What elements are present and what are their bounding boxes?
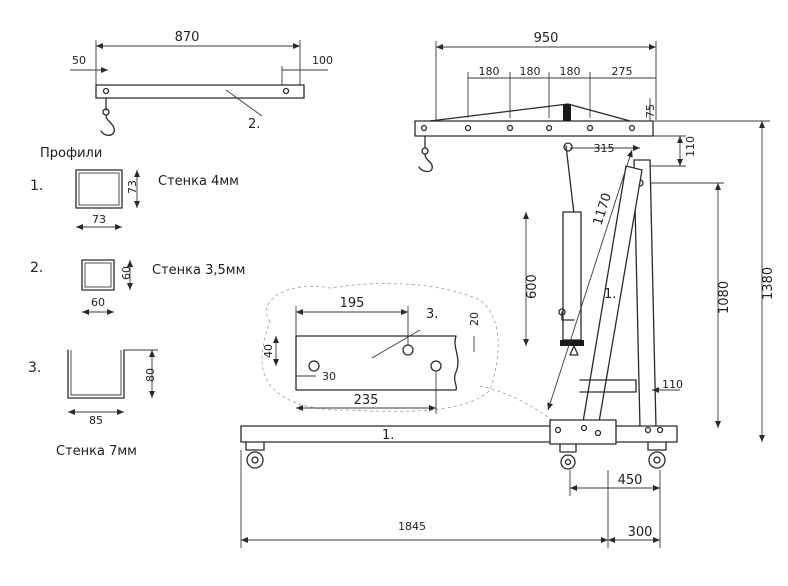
plate-detail-circle [261,283,499,412]
foot-dim-label: 110 [662,378,683,391]
beam-length-label: 870 [175,30,200,45]
spacing-4-label: 275 [612,65,633,78]
base-hole [554,426,562,434]
profile-2-square [81,259,115,291]
plate-body [295,335,459,391]
profile-2-width: 60 [91,296,105,309]
ram-length-label: 600 [525,274,540,299]
profile-2-number: 2. [30,260,43,276]
caster-wheel-icon [559,443,577,470]
hook-icon [100,97,115,136]
boom-hole [506,124,514,132]
ram-cylinder [562,211,582,341]
caster-wheel-icon [647,441,667,469]
detail-leader-line [479,385,561,427]
boom-small-dim: 75 [644,104,657,118]
boom-hole [464,124,472,132]
diagonal-length-label: 1170 [591,191,615,227]
plate-bottom-label: 235 [354,393,379,408]
boom-truss [429,103,631,122]
profile-3-channel [67,349,125,399]
base-hole [656,426,664,434]
ram-top-pin [563,142,573,152]
base-frame: 1. 450 1845 300 [240,419,678,548]
boom-hole [545,124,553,132]
plate-hole [308,360,320,372]
plate-hole [430,360,442,372]
leader-line [225,89,263,117]
boom-assembly: 950 180 180 180 275 75 315 110 [414,31,697,173]
beam-hole [282,87,290,95]
beam-left-offset-label: 50 [72,54,86,67]
beam-right-offset-label: 100 [312,54,333,67]
profile-1-label: Стенка 4мм [158,174,239,189]
boom-length-label: 950 [534,31,559,46]
profile-2-height: 60 [120,266,133,280]
plate-side-label: 20 [468,312,481,326]
profile-3-label: Стенка 7мм [56,444,137,459]
total-height-label: 1380 [761,267,776,300]
boom-hole [628,124,636,132]
base-gusset-plate [549,419,617,445]
boom-beam [414,120,654,137]
ram-foot [569,345,579,356]
caster-wheel-icon [245,441,265,469]
beam-callout: 2. [248,117,260,132]
spacing-3-label: 180 [560,65,581,78]
front-dim-label: 450 [618,473,643,488]
leader-line [371,329,421,359]
boom-hole [420,124,428,132]
base-hole [580,424,588,432]
diagonal-dimension-line [547,149,633,411]
profile-2-inner [84,262,112,288]
profile-3-number: 3. [28,360,41,376]
top-beam-body [95,84,305,99]
profile-1-number: 1. [30,178,43,194]
profile-1-height: 73 [126,180,139,194]
boom-height-label: 110 [684,136,697,157]
plate-detail: 3. 195 20 40 30 235 [261,283,561,427]
profile-1-inner [78,172,120,206]
boom-hole [586,124,594,132]
plate-left-label: 40 [262,344,275,358]
profiles-section: Профили 1. 73 73 Стенка 4мм 2. 60 60 Сте… [28,146,245,459]
mast-height-label: 1080 [717,281,732,314]
profiles-title: Профили [40,146,102,161]
mast-assembly: 1380 1080 1. 600 1170 110 [523,120,776,442]
spacing-1-label: 180 [479,65,500,78]
profile-3-channel-inner [70,350,122,396]
plate-hole-label: 30 [322,370,336,383]
ram-rod [565,145,575,215]
base-length-label: 1845 [398,520,426,533]
beam-hole [102,87,110,95]
brace-callout: 1. [604,287,616,302]
top-beam-detail: 870 50 100 2. [70,30,333,136]
spacing-2-label: 180 [520,65,541,78]
base-hole [594,429,602,437]
ram-base [560,340,584,346]
boom-truss-post [563,104,571,121]
pivot-dim-label: 315 [594,142,615,155]
rear-dim-label: 300 [628,525,653,540]
profile-2-label: Стенка 3,5мм [152,263,245,278]
profile-3-width: 85 [89,414,103,427]
profile-1-square [75,169,123,209]
profile-3-height: 80 [144,368,157,382]
base-callout: 1. [382,428,394,443]
plate-top-label: 195 [340,296,365,311]
plate-callout: 3. [426,307,438,322]
profile-1-width: 73 [92,213,106,226]
base-hole [644,426,652,434]
hook-icon [418,135,433,173]
